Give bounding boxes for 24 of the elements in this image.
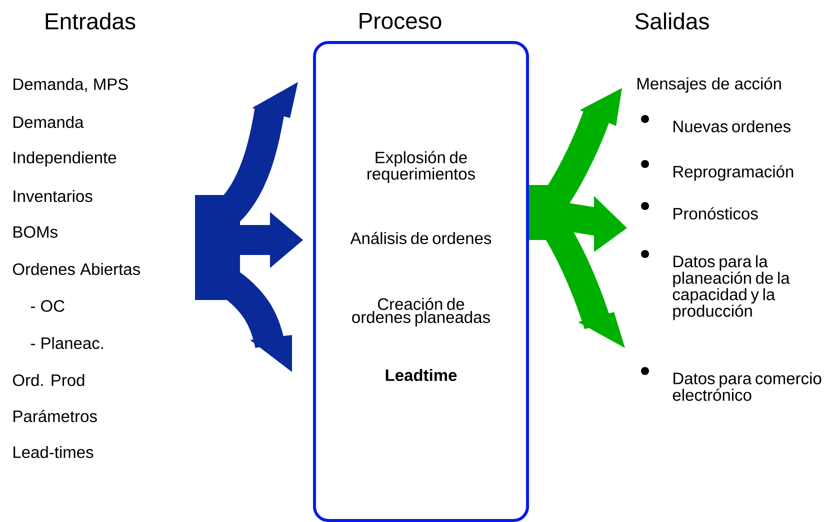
heading: Proceso xyxy=(360,12,442,30)
list-item: Demanda, MPS xyxy=(14,78,128,92)
process-step: Explosión de requerimientos xyxy=(368,151,475,183)
list-item: Reprogramación xyxy=(674,165,794,181)
list-item: Datos para comercio electrónico xyxy=(672,372,822,401)
process-step: Creación de ordenes planeadas xyxy=(352,298,490,326)
list-item: Demanda xyxy=(14,116,84,128)
list-item: Parámetros xyxy=(14,410,97,422)
list-item: Independiente xyxy=(14,151,116,167)
list-item: Mensajes de acción xyxy=(638,77,781,93)
list-item: BOMs xyxy=(14,226,58,238)
list-item: Inventarios xyxy=(14,190,92,202)
list-item: - Planeac. xyxy=(30,336,103,350)
process-step: Leadtime xyxy=(386,368,457,382)
list-item: Ord. Prod xyxy=(12,374,84,386)
list-item: Datos para la planeación de la capacidad y la producción xyxy=(672,255,790,320)
column-heading: Salidas xyxy=(635,12,709,30)
list-item: Pronósticos xyxy=(674,207,758,220)
list-item: Ordenes Abiertas xyxy=(12,262,140,276)
process-step: Análisis de ordenes xyxy=(350,232,492,244)
list-item: Nuevas ordenes xyxy=(674,120,790,132)
column-heading: Entradas xyxy=(46,12,136,30)
list-item: Lead-times xyxy=(14,446,94,458)
list-item: - OC xyxy=(30,300,64,312)
